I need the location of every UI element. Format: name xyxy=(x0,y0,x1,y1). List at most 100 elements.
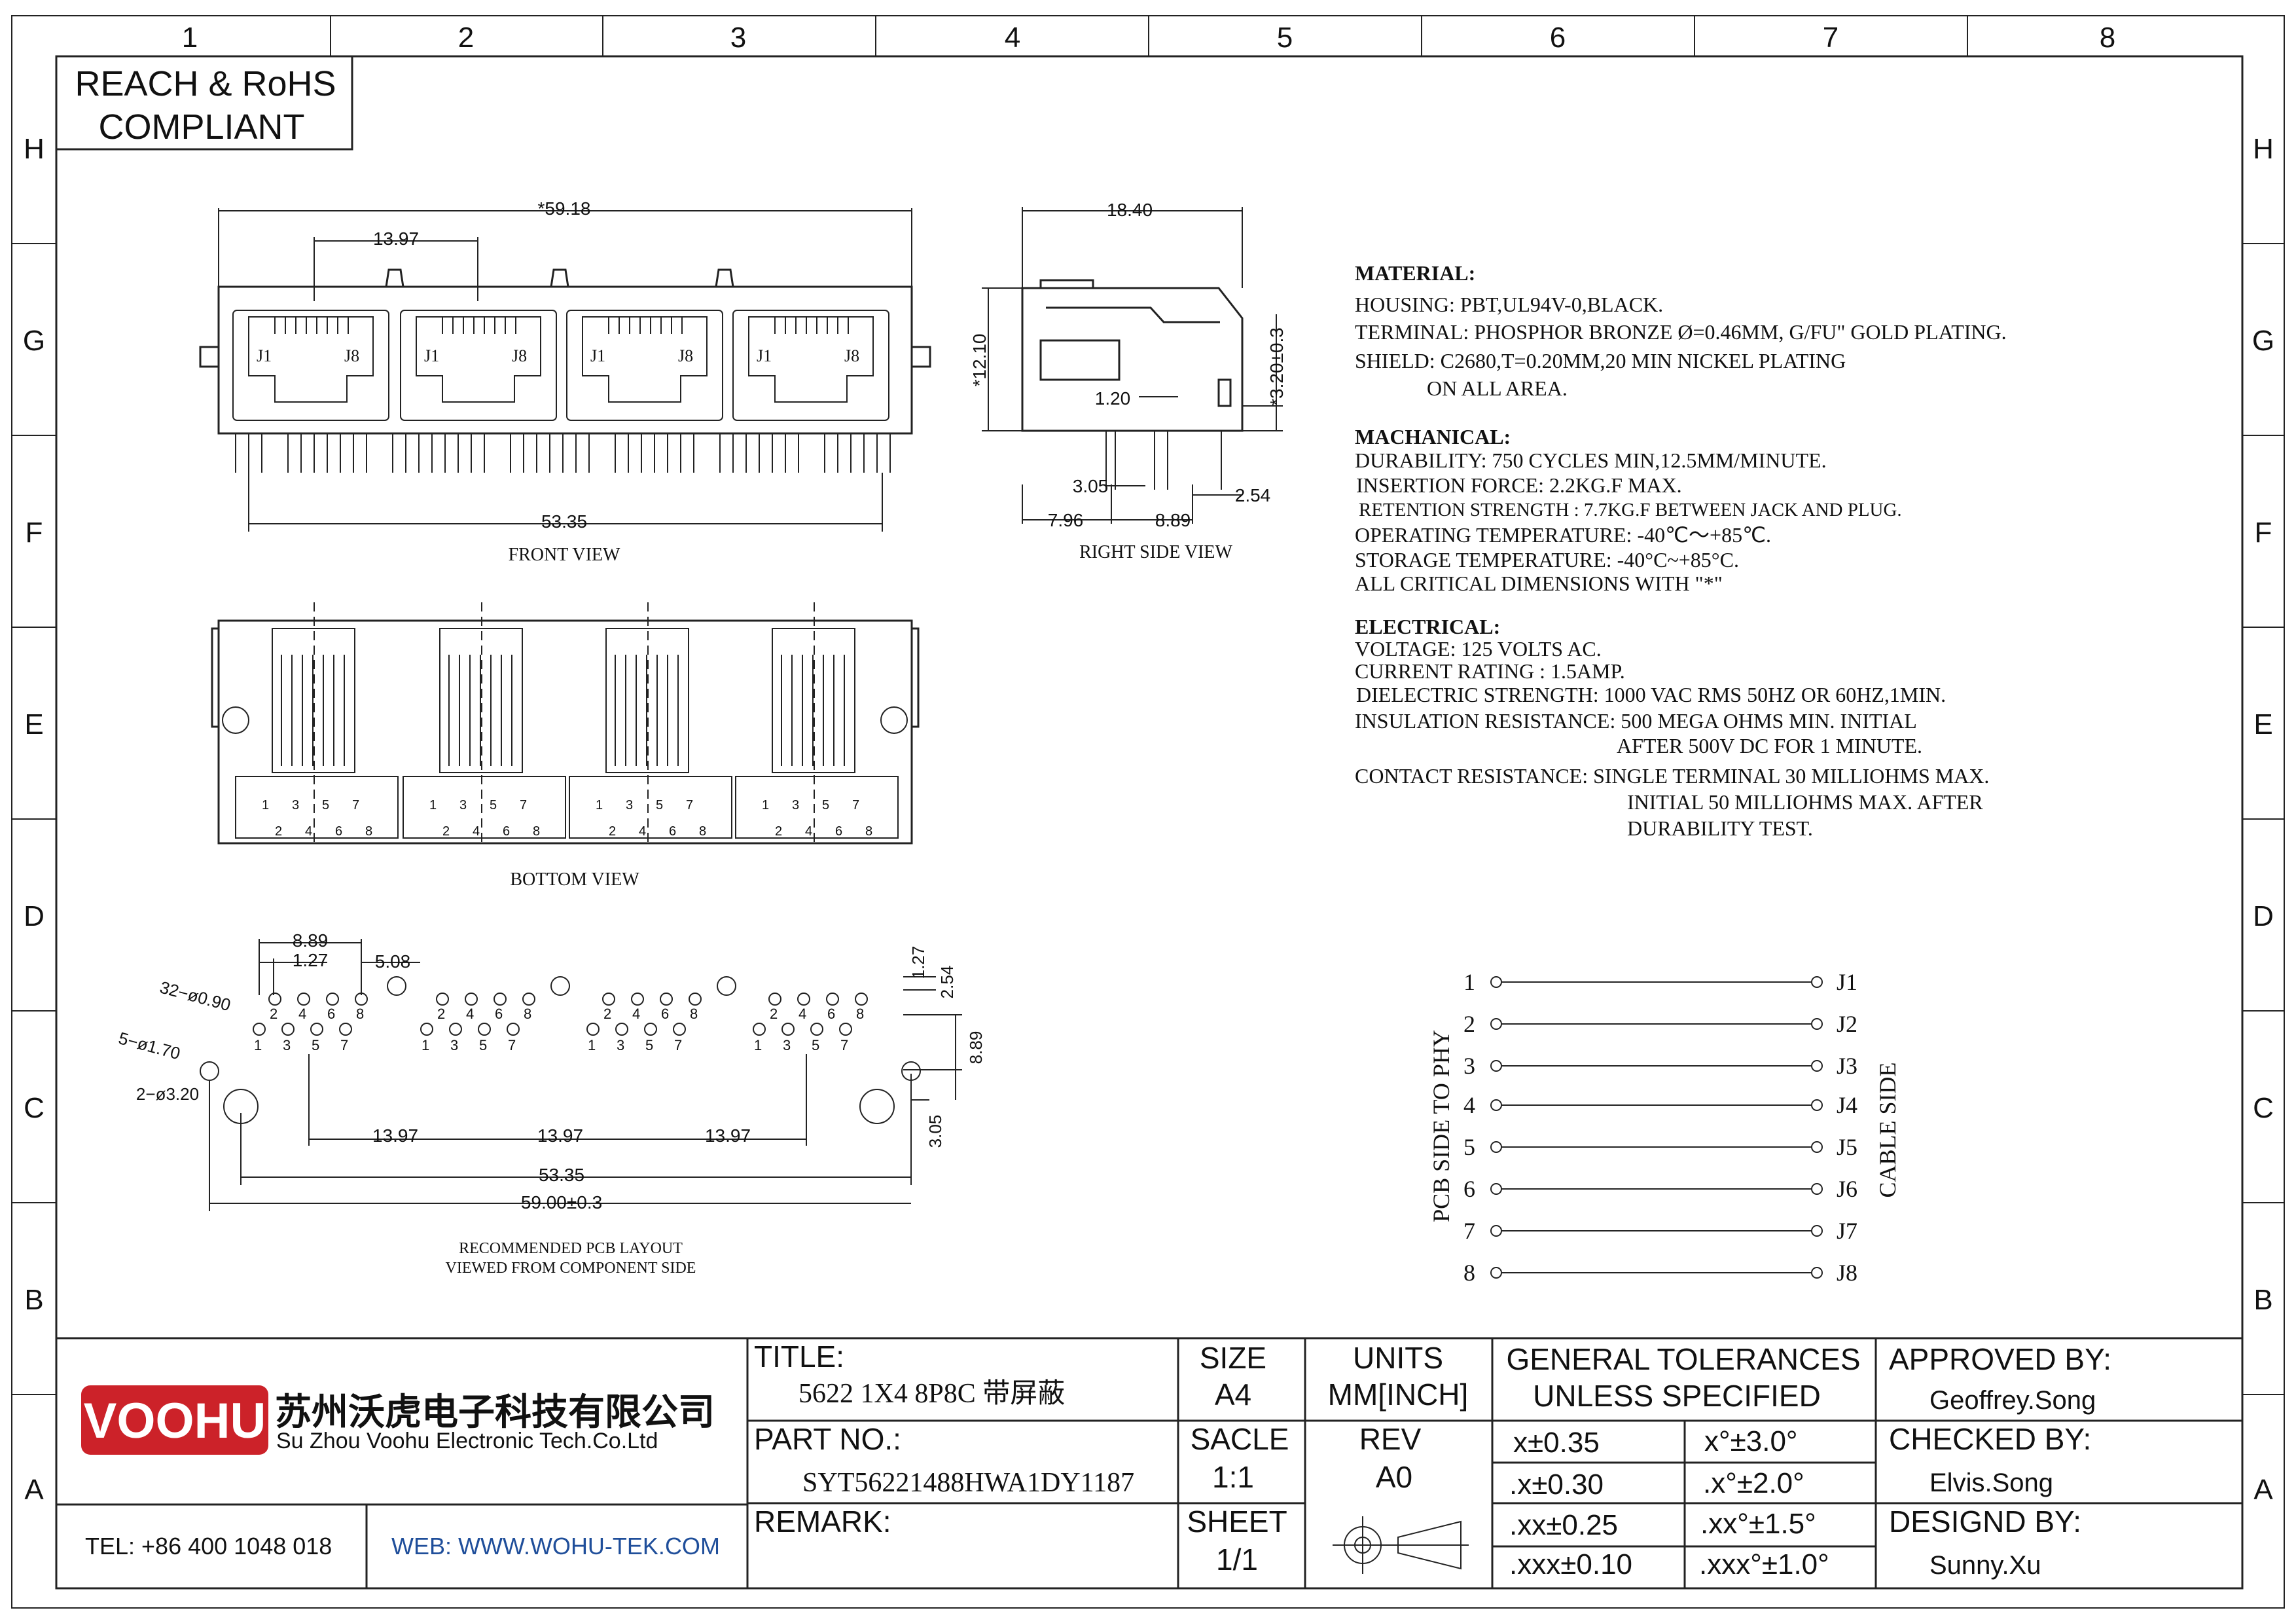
svg-text:6: 6 xyxy=(327,1006,335,1022)
company-logo: VOOHU xyxy=(81,1385,268,1455)
svg-text:2: 2 xyxy=(442,824,450,839)
svg-text:7: 7 xyxy=(340,1037,348,1053)
svg-text:5: 5 xyxy=(645,1037,653,1053)
col-label: 2 xyxy=(458,22,474,54)
row-label: A xyxy=(24,1474,44,1506)
rev-value: A0 xyxy=(1376,1460,1412,1494)
svg-text:3: 3 xyxy=(292,798,299,812)
front-j1-label: J1 xyxy=(424,346,439,365)
scale-value: 1:1 xyxy=(1212,1460,1254,1494)
pcb-pads xyxy=(253,993,868,1036)
row-label: B xyxy=(2253,1284,2272,1316)
side-254-dim: 2.54 xyxy=(1235,485,1271,505)
front-j1-label: J1 xyxy=(257,346,272,365)
svg-text:J2: J2 xyxy=(1837,1011,1857,1037)
pcb-r889-dim: 8.89 xyxy=(966,1031,986,1065)
svg-text:7: 7 xyxy=(686,798,693,812)
company-name-cn: 苏州沃虎电子科技有限公司 xyxy=(275,1391,715,1432)
row-label: A xyxy=(2253,1474,2273,1506)
scale-label: SACLE xyxy=(1191,1422,1289,1456)
row-label: F xyxy=(26,517,43,549)
pcb-pitch-dim: 13.97 xyxy=(372,1125,418,1146)
svg-text:4: 4 xyxy=(473,824,480,839)
checked-name: Elvis.Song xyxy=(1929,1468,2053,1497)
svg-text:2: 2 xyxy=(437,1006,445,1022)
material-heading: MATERIAL: xyxy=(1355,261,1475,285)
spec-critical: ALL CRITICAL DIMENSIONS WITH "*" xyxy=(1355,572,1723,595)
svg-text:5: 5 xyxy=(322,798,329,812)
svg-text:5: 5 xyxy=(822,798,829,812)
side-889-dim: 8.89 xyxy=(1155,510,1191,530)
units-label: UNITS xyxy=(1353,1341,1443,1375)
tolerance-heading: GENERAL TOLERANCES xyxy=(1506,1342,1860,1376)
front-j1-label: J1 xyxy=(757,346,772,365)
approved-label: APPROVED BY: xyxy=(1889,1342,2111,1376)
wiring-lines xyxy=(1490,976,1823,1279)
row-label: H xyxy=(2253,133,2274,165)
row-label: D xyxy=(24,900,45,932)
pcb-r254-dim: 2.54 xyxy=(937,966,957,999)
svg-text:5: 5 xyxy=(490,798,497,812)
tolerance-value: .x°±2.0° xyxy=(1703,1467,1804,1499)
svg-text:5: 5 xyxy=(479,1037,487,1053)
svg-text:7: 7 xyxy=(1463,1218,1475,1244)
svg-text:8: 8 xyxy=(856,1006,864,1022)
svg-text:1: 1 xyxy=(422,1037,429,1053)
spec-contact-cont: INITIAL 50 MILLIOHMS MAX. AFTER xyxy=(1627,790,1983,814)
tolerance-heading-2: UNLESS SPECIFIED xyxy=(1533,1379,1821,1413)
website-link[interactable]: WEB: WWW.WOHU-TEK.COM xyxy=(391,1533,720,1559)
svg-text:8: 8 xyxy=(365,824,372,839)
spec-terminal: TERMINAL: PHOSPHOR BRONZE Ø=0.46MM, G/FU… xyxy=(1355,320,2007,344)
svg-text:J8: J8 xyxy=(1837,1260,1857,1286)
design-label: DESIGND BY: xyxy=(1889,1504,2081,1539)
svg-text:8: 8 xyxy=(1463,1260,1475,1286)
svg-text:J6: J6 xyxy=(1837,1176,1857,1202)
cable-side-label: CABLE SIDE xyxy=(1874,1063,1901,1198)
spec-housing: HOUSING: PBT,UL94V-0,BLACK. xyxy=(1355,293,1663,316)
logo-text: VOOHU xyxy=(84,1393,266,1449)
title-label: TITLE: xyxy=(754,1340,844,1374)
front-pins-dim: 53.35 xyxy=(541,511,587,532)
svg-text:4: 4 xyxy=(298,1006,306,1022)
svg-text:3: 3 xyxy=(450,1037,458,1053)
row-label: G xyxy=(2252,325,2274,357)
front-pins xyxy=(235,433,891,532)
approved-name: Geoffrey.Song xyxy=(1929,1386,2096,1415)
svg-text:1: 1 xyxy=(262,798,269,812)
svg-text:3: 3 xyxy=(792,798,799,812)
col-label: 8 xyxy=(2100,22,2115,54)
size-value: A4 xyxy=(1215,1377,1251,1412)
front-j1-label: J1 xyxy=(590,346,605,365)
svg-text:8: 8 xyxy=(533,824,540,839)
svg-text:1: 1 xyxy=(762,798,769,812)
row-label: C xyxy=(2253,1092,2274,1124)
pcb-127-dim: 1.27 xyxy=(293,950,329,970)
svg-text:8: 8 xyxy=(865,824,872,839)
checked-label: CHECKED BY: xyxy=(1889,1422,2091,1456)
svg-text:7: 7 xyxy=(840,1037,848,1053)
svg-text:6: 6 xyxy=(835,824,842,839)
sheet-value: 1/1 xyxy=(1216,1542,1258,1577)
designer-name: Sunny.Xu xyxy=(1929,1551,2041,1580)
tolerance-value: .xx±0.25 xyxy=(1509,1509,1618,1541)
svg-text:J3: J3 xyxy=(1837,1053,1857,1079)
front-j8-label: J8 xyxy=(344,346,359,365)
svg-text:3: 3 xyxy=(1463,1053,1475,1079)
svg-text:8: 8 xyxy=(690,1006,698,1022)
telephone: TEL: +86 400 1048 018 xyxy=(85,1533,332,1559)
spec-insulation: INSULATION RESISTANCE: 500 MEGA OHMS MIN… xyxy=(1355,709,1917,733)
pcb-side-label: PCB SIDE TO PHY xyxy=(1428,1030,1454,1222)
bottom-jacks xyxy=(222,602,908,845)
units-value: MM[INCH] xyxy=(1328,1377,1469,1412)
svg-text:4: 4 xyxy=(466,1006,474,1022)
specifications: MATERIAL: HOUSING: PBT,UL94V-0,BLACK. TE… xyxy=(1355,261,2007,840)
svg-text:7: 7 xyxy=(674,1037,682,1053)
sheet-label: SHEET xyxy=(1187,1504,1287,1539)
side-offset-dim: *3.20±0.3 xyxy=(1266,327,1287,406)
right-view-label: RIGHT SIDE VIEW xyxy=(1079,542,1232,562)
svg-text:1: 1 xyxy=(254,1037,262,1053)
svg-text:3: 3 xyxy=(783,1037,791,1053)
